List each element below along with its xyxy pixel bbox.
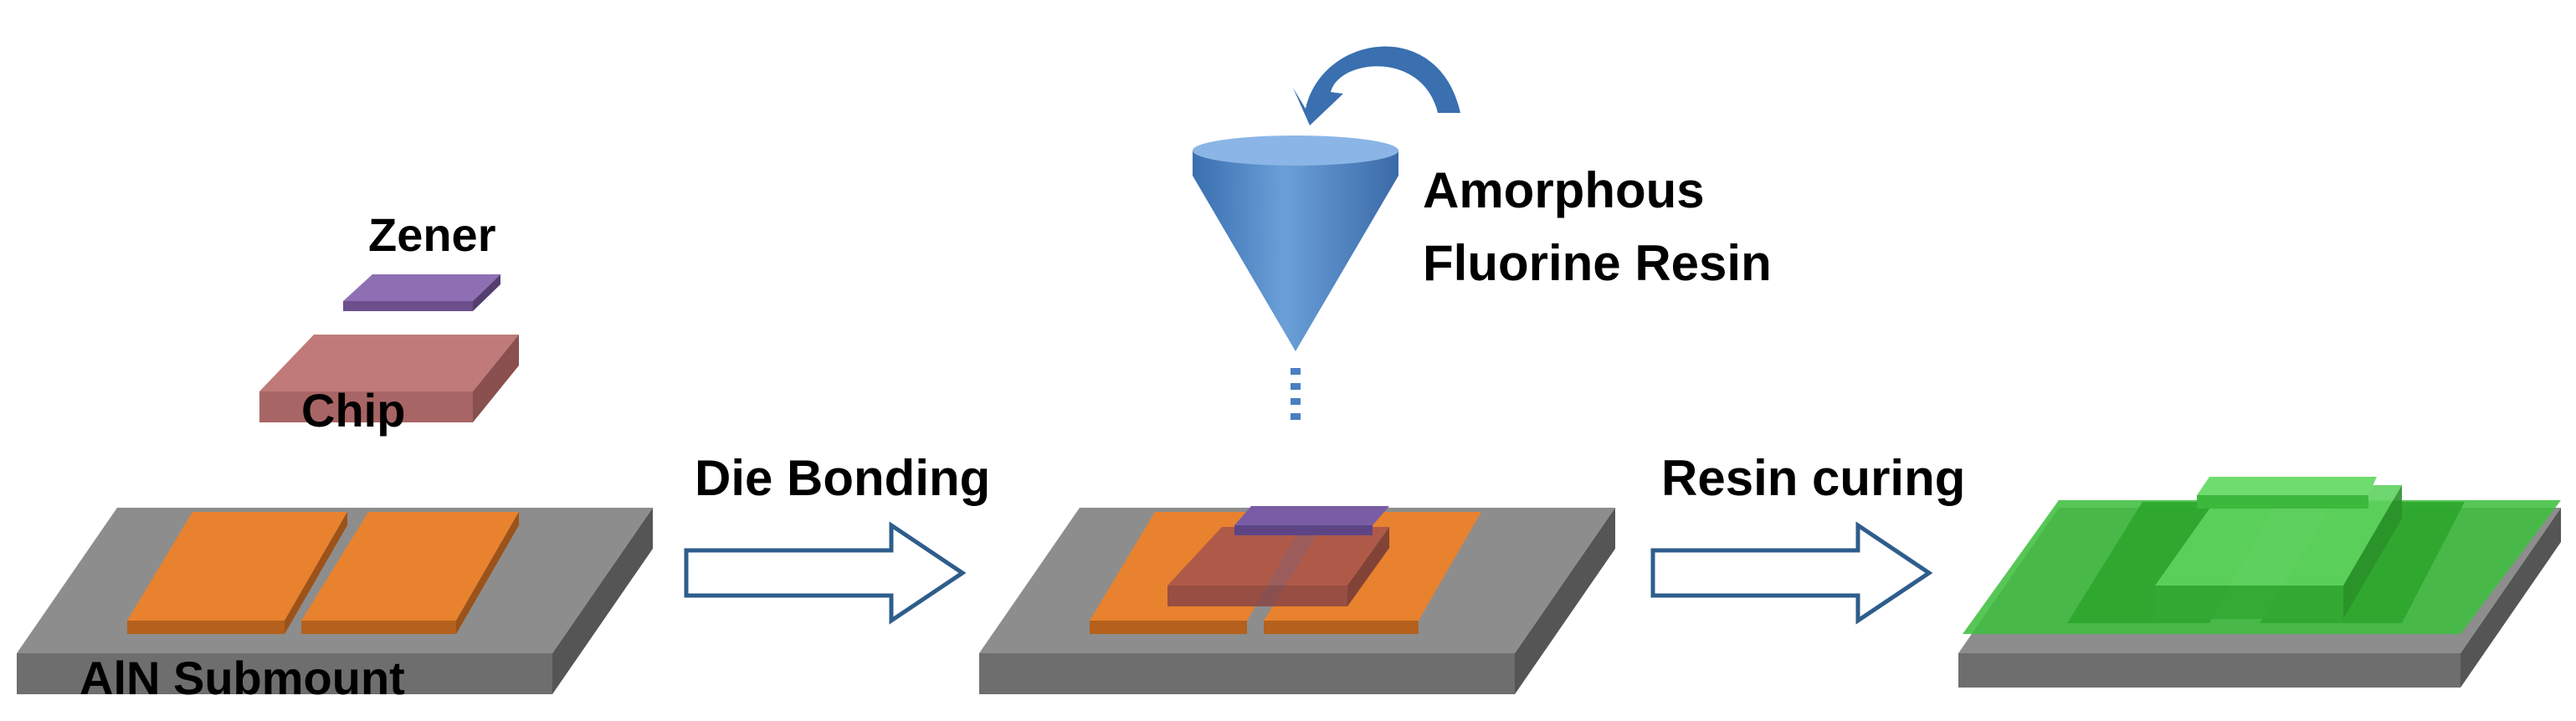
resin-chip-top [2155, 485, 2402, 585]
chip-label: Chip [301, 384, 405, 437]
chip-side [1347, 527, 1389, 606]
submount-front-face [1958, 653, 2461, 688]
resin-zener-front [2197, 495, 2368, 509]
stage-2-bonded [979, 506, 1615, 694]
submount-side-face [2461, 508, 2561, 688]
chip-side [473, 335, 519, 422]
die-bonding-label: Die Bonding [695, 450, 990, 506]
resin-drops [1291, 368, 1301, 420]
chip-top [259, 335, 519, 391]
chip-front [259, 391, 473, 422]
submount-side-face [1515, 508, 1615, 694]
zener-part [343, 274, 500, 311]
stage-1-submount [17, 508, 653, 694]
resin-chip-front [2155, 585, 2343, 619]
chip-front [1167, 585, 1347, 606]
resin-chip-side [2343, 485, 2402, 619]
zener-front [1234, 525, 1373, 535]
dispenser-top-rim [1193, 136, 1398, 166]
resin-label-line2: Fluorine Resin [1423, 235, 1772, 291]
chip-part [259, 335, 519, 422]
stage-3-coated [1958, 477, 2561, 688]
submount-front-face [979, 653, 1515, 694]
dispenser-cone-icon [1193, 151, 1398, 351]
curved-arrow-icon [1293, 46, 1460, 125]
submount-front-face [17, 653, 552, 694]
zener-top [1234, 506, 1389, 525]
hollow-right-arrow-icon [1650, 521, 1933, 625]
zener-top [343, 274, 500, 301]
dispenser [1193, 46, 1460, 420]
resin-label-line1: Amorphous [1423, 162, 1705, 218]
electrode-left [127, 512, 347, 621]
submount-label: AlN Submount [80, 652, 405, 704]
chip-top [1167, 527, 1389, 585]
arrow-die-bonding [684, 521, 967, 625]
zener-front [343, 301, 473, 311]
arrow-resin-curing [1650, 521, 1933, 625]
hollow-right-arrow-icon [684, 521, 967, 625]
submount-side-face [552, 508, 653, 694]
zener-side [473, 274, 500, 311]
zener-label: Zener [368, 208, 496, 261]
resin-curing-label: Resin curing [1661, 450, 1965, 506]
resin-zener-top [2197, 477, 2377, 495]
electrode-right [301, 512, 519, 621]
